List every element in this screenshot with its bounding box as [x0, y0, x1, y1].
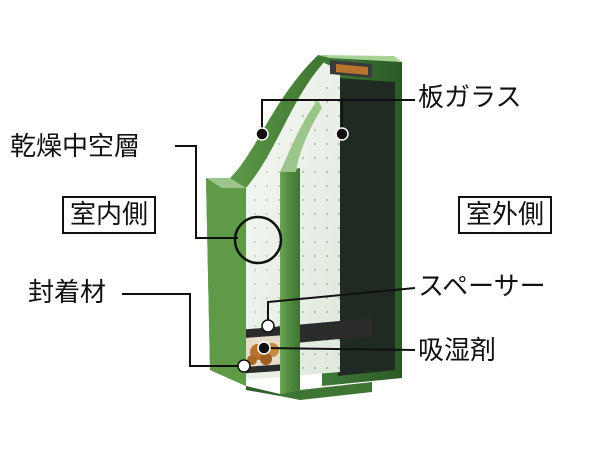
glass-top-edge [318, 55, 402, 62]
air-layer-circle [233, 215, 283, 265]
marker-sealant [237, 359, 251, 373]
label-glass-pane: 板ガラス [418, 83, 522, 113]
marker-glass-front [255, 127, 269, 141]
leader-sealant [122, 293, 244, 367]
marker-desiccant [257, 341, 271, 355]
leader-glass-pane [261, 99, 415, 132]
label-sealant: 封着材 [28, 278, 107, 308]
leader-desiccant [263, 347, 416, 351]
label-outdoor-side: 室外側 [458, 196, 553, 234]
label-dry-air-layer: 乾燥中空層 [10, 132, 141, 162]
label-desiccant: 吸湿剤 [418, 336, 497, 366]
leader-spacer [267, 287, 416, 326]
marker-glass-rear [335, 127, 349, 141]
marker-spacer [261, 319, 275, 333]
label-spacer: スペーサー [418, 272, 546, 302]
leader-dry-air-layer [175, 145, 238, 239]
label-indoor-side: 室内側 [62, 196, 157, 234]
markers [233, 127, 349, 373]
leader-lines [122, 99, 416, 367]
